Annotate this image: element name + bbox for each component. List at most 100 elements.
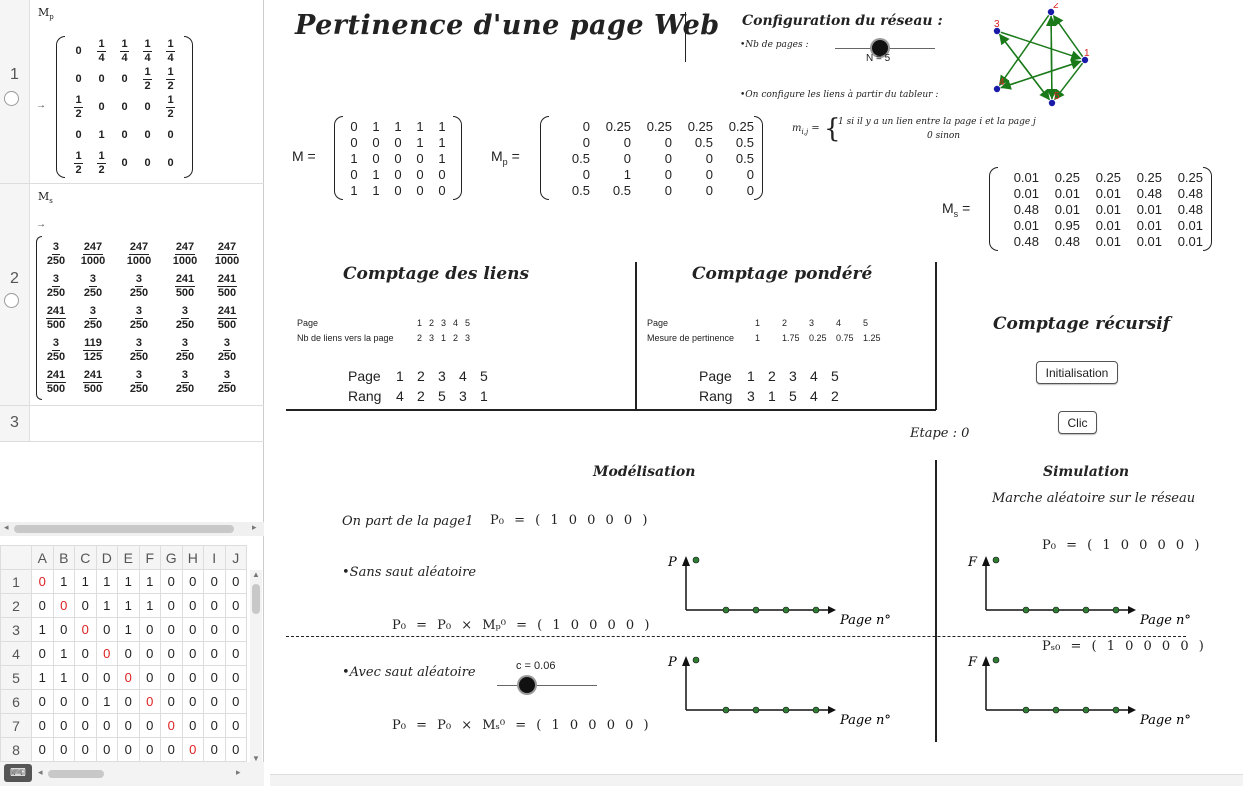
algebra-row-3[interactable]: 3 — [0, 406, 264, 442]
graph-node[interactable] — [993, 85, 1001, 93]
c-slider-knob[interactable] — [519, 677, 535, 693]
spreadsheet-cell[interactable]: 1 — [117, 593, 140, 618]
spreadsheet-cell[interactable]: 0 — [117, 641, 140, 666]
column-header[interactable]: H — [181, 545, 204, 570]
spreadsheet-cell[interactable]: 0 — [31, 641, 54, 666]
spreadsheet-cell[interactable]: 0 — [138, 737, 161, 762]
spreadsheet-cell[interactable]: 0 — [74, 665, 97, 690]
spreadsheet-cell[interactable]: 1 — [138, 569, 161, 594]
spreadsheet-cell[interactable]: 0 — [138, 689, 161, 714]
spreadsheet-cell[interactable]: 0 — [160, 665, 183, 690]
spreadsheet-cell[interactable]: 0 — [181, 593, 204, 618]
spreadsheet-cell[interactable]: 0 — [74, 641, 97, 666]
spreadsheet-cell[interactable]: 0 — [181, 713, 204, 738]
spreadsheet-cell[interactable]: 0 — [224, 665, 247, 690]
column-header[interactable]: C — [74, 545, 97, 570]
spreadsheet-cell[interactable]: 1 — [74, 569, 97, 594]
spreadsheet-cell[interactable]: 0 — [160, 617, 183, 642]
spreadsheet-cell[interactable]: 0 — [31, 593, 54, 618]
spreadsheet-cell[interactable]: 0 — [52, 737, 75, 762]
spreadsheet-cell[interactable]: 1 — [117, 617, 140, 642]
spreadsheet-cell[interactable]: 0 — [160, 641, 183, 666]
row-header[interactable]: 3 — [0, 617, 32, 642]
spreadsheet-cell[interactable]: 0 — [203, 665, 226, 690]
spreadsheet-cell[interactable]: 1 — [31, 617, 54, 642]
row-header[interactable]: 8 — [0, 737, 32, 762]
graph-node[interactable] — [1081, 56, 1089, 64]
algebra-horizontal-scrollbar[interactable]: ◂ ▸ — [0, 522, 264, 536]
spreadsheet-cell[interactable]: 0 — [117, 689, 140, 714]
spreadsheet-cell[interactable]: 0 — [95, 617, 118, 642]
initialisation-button[interactable]: Initialisation — [1036, 361, 1118, 384]
spreadsheet-cell[interactable]: 0 — [117, 713, 140, 738]
spreadsheet-vertical-scrollbar[interactable]: ▲ ▼ — [250, 570, 262, 765]
row-header[interactable]: 6 — [0, 689, 32, 714]
scroll-right-icon[interactable]: ▸ — [236, 767, 241, 777]
row-header[interactable]: 5 — [0, 665, 32, 690]
spreadsheet-cell[interactable]: 0 — [160, 737, 183, 762]
graph-node[interactable] — [1047, 8, 1055, 16]
spreadsheet-cell[interactable]: 0 — [52, 713, 75, 738]
spreadsheet-cell[interactable]: 1 — [95, 689, 118, 714]
spreadsheet-cell[interactable]: 0 — [224, 641, 247, 666]
spreadsheet-cell[interactable]: 0 — [203, 737, 226, 762]
spreadsheet-cell[interactable]: 0 — [95, 665, 118, 690]
spreadsheet-cell[interactable]: 0 — [224, 689, 247, 714]
visibility-toggle[interactable] — [4, 293, 19, 308]
n-slider-knob[interactable] — [872, 40, 888, 56]
column-header[interactable]: G — [160, 545, 183, 570]
spreadsheet-cell[interactable]: 0 — [74, 593, 97, 618]
keyboard-icon[interactable]: ⌨ — [4, 764, 32, 782]
spreadsheet-cell[interactable]: 0 — [160, 689, 183, 714]
spreadsheet-cell[interactable]: 0 — [95, 737, 118, 762]
spreadsheet-cell[interactable]: 1 — [138, 593, 161, 618]
spreadsheet-cell[interactable]: 0 — [181, 617, 204, 642]
spreadsheet-cell[interactable]: 1 — [52, 641, 75, 666]
spreadsheet-cell[interactable]: 1 — [52, 569, 75, 594]
column-header[interactable]: D — [95, 545, 118, 570]
spreadsheet-cell[interactable]: 0 — [74, 737, 97, 762]
spreadsheet-cell[interactable]: 0 — [181, 737, 204, 762]
spreadsheet-cell[interactable]: 0 — [203, 593, 226, 618]
spreadsheet-cell[interactable]: 0 — [203, 689, 226, 714]
row-header[interactable]: 7 — [0, 713, 32, 738]
spreadsheet-cell[interactable]: 0 — [203, 569, 226, 594]
spreadsheet-cell[interactable]: 0 — [138, 641, 161, 666]
row-header[interactable]: 2 — [0, 593, 32, 618]
clic-button[interactable]: Clic — [1058, 411, 1097, 434]
spreadsheet-cell[interactable]: 0 — [138, 617, 161, 642]
graph-node[interactable] — [1048, 99, 1056, 107]
spreadsheet-cell[interactable]: 0 — [74, 689, 97, 714]
column-header[interactable]: E — [117, 545, 140, 570]
spreadsheet-cell[interactable]: 0 — [181, 641, 204, 666]
spreadsheet-cell[interactable]: 0 — [181, 689, 204, 714]
spreadsheet-cell[interactable]: 1 — [31, 665, 54, 690]
spreadsheet-cell[interactable]: 0 — [203, 617, 226, 642]
spreadsheet-cell[interactable]: 0 — [117, 737, 140, 762]
column-header[interactable]: A — [31, 545, 54, 570]
spreadsheet-cell[interactable]: 0 — [138, 665, 161, 690]
column-header[interactable]: J — [224, 545, 247, 570]
spreadsheet-cell[interactable]: 0 — [160, 713, 183, 738]
spreadsheet-cell[interactable]: 0 — [31, 569, 54, 594]
spreadsheet-h-thumb[interactable] — [48, 770, 104, 778]
scroll-left-icon[interactable]: ◂ — [38, 767, 43, 777]
row-header[interactable]: 4 — [0, 641, 32, 666]
spreadsheet-cell[interactable]: 0 — [160, 593, 183, 618]
spreadsheet-cell[interactable]: 0 — [224, 593, 247, 618]
column-header[interactable]: F — [138, 545, 161, 570]
spreadsheet-cell[interactable]: 1 — [52, 665, 75, 690]
spreadsheet-cell[interactable]: 1 — [117, 569, 140, 594]
column-header[interactable]: I — [203, 545, 226, 570]
visibility-toggle[interactable] — [4, 91, 19, 106]
spreadsheet-cell[interactable]: 0 — [52, 593, 75, 618]
spreadsheet-cell[interactable]: 0 — [31, 737, 54, 762]
spreadsheet-cell[interactable]: 0 — [181, 665, 204, 690]
c-slider-track[interactable] — [497, 685, 597, 686]
spreadsheet-cell[interactable]: 0 — [52, 689, 75, 714]
graph-node[interactable] — [993, 27, 1001, 35]
row-header[interactable]: 1 — [0, 569, 32, 594]
spreadsheet-cell[interactable]: 0 — [52, 617, 75, 642]
